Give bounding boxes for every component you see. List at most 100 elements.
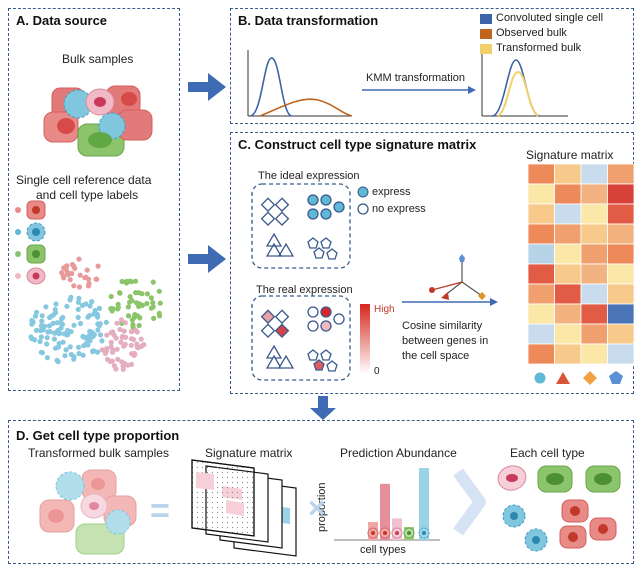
scatter-point [104,332,110,338]
scatter-point [91,311,97,317]
abundance-bar [380,483,390,540]
scatter-point [127,299,133,305]
heatmap-cell [580,303,608,325]
scatter-point [87,328,93,334]
scatter-point [61,331,68,337]
scatter-point [133,300,139,306]
scatter-point [110,349,116,355]
scatter-point [64,263,70,269]
scatter-point [71,322,77,328]
legend-convoluted-label: Convoluted single cell [496,12,604,24]
heatmap-cell [580,283,608,305]
scatter-point [123,334,129,340]
sc-reference-label-line1: Single cell reference data [16,173,152,187]
scatter-point [67,277,73,283]
scatter-point [79,302,85,309]
legend-observed-label: Observed bulk [496,27,567,39]
panel-cell-type-proportion [8,420,634,564]
scatter-point [45,329,51,335]
heatmap-cell [527,223,555,245]
stacked-signature-sheets [191,459,297,557]
panel-d-title: D. Get cell type proportion [16,428,180,443]
heatmap-cell [607,183,635,205]
cosine-line2: between genes in [402,335,489,347]
heatmap-cell [554,303,582,325]
heatmap-cell [607,243,635,265]
scatter-point [122,341,128,347]
scatter-point [82,275,88,281]
plot-after-transformation [481,50,568,117]
heatmap-cell [554,203,582,225]
scatter-point [44,335,50,341]
scatter-point [103,319,109,325]
arrow-c-to-d [310,396,336,420]
scatter-point [117,326,123,333]
heatmap-cell [527,283,555,305]
scatter-point [77,272,83,278]
scatter-point [54,320,61,326]
scatter-point [61,275,67,281]
d-signature-matrix-label: Signature matrix [205,446,293,460]
arrow-a-to-b [188,73,226,101]
sc-reference-label-line2: and cell type labels [36,188,139,202]
heatmap-cell [580,343,608,365]
heatmap-cell [527,323,555,345]
scatter-point [75,306,81,312]
heatmap-cell [607,283,635,305]
panel-data-source [8,8,180,391]
scatter-point [156,310,162,316]
scatter-point [89,299,95,305]
scatter-point [144,301,150,307]
heatmap-cell [527,163,555,185]
panel-c-title: C. Construct cell type signature matrix [238,137,477,152]
scatter-point [156,288,162,294]
scatter-point [67,344,73,350]
each-cell-type-label: Each cell type [510,446,585,460]
heatmap-cell [580,243,608,265]
scatter-point [44,355,51,361]
scatter-point [84,267,90,273]
heatmap-cell [554,223,582,245]
scatter-point [99,338,105,344]
scatter-point [134,329,140,335]
ideal-shapes [260,194,345,260]
scatter-point [69,261,76,268]
marker-circle [534,372,546,384]
bulk-samples-label: Bulk samples [62,52,134,66]
scatter-point [31,337,38,343]
equals-sign: = [150,492,170,530]
heatmap-cell [527,243,555,265]
scatter-point [29,321,35,327]
scatter-point [75,299,81,305]
scatter-point [117,290,123,296]
scatter-point [76,284,83,290]
scatter-point [148,305,154,311]
real-expression-box [251,295,351,381]
scatter-point [144,291,150,297]
heatmap-cell [607,343,635,365]
scatter-point [157,300,163,306]
scatter-point [125,304,131,310]
heatmap-cell [554,243,582,265]
cosine-line1: Cosine similarity [402,320,483,332]
scatter-point [87,338,93,344]
zero-label: 0 [374,366,380,377]
heatmap-cell [607,323,635,345]
scatter-point [113,366,119,372]
express-label: express [372,186,411,198]
cosine-line3: the cell space [402,350,470,362]
heatmap-cell [554,323,582,345]
scatter-point [136,322,142,329]
arrow-a-to-c [188,245,226,273]
scatter-point [38,323,45,329]
scatter-point [33,327,40,333]
scatter-point [133,278,139,284]
plot-before-transformation [247,50,353,117]
scatter-point [76,350,82,357]
scatter-point [64,303,70,309]
scatter-point [64,270,71,276]
scatter-point [59,321,66,327]
scatter-point [86,281,92,287]
scatter-point [76,256,82,262]
heatmap-cell [607,263,635,285]
